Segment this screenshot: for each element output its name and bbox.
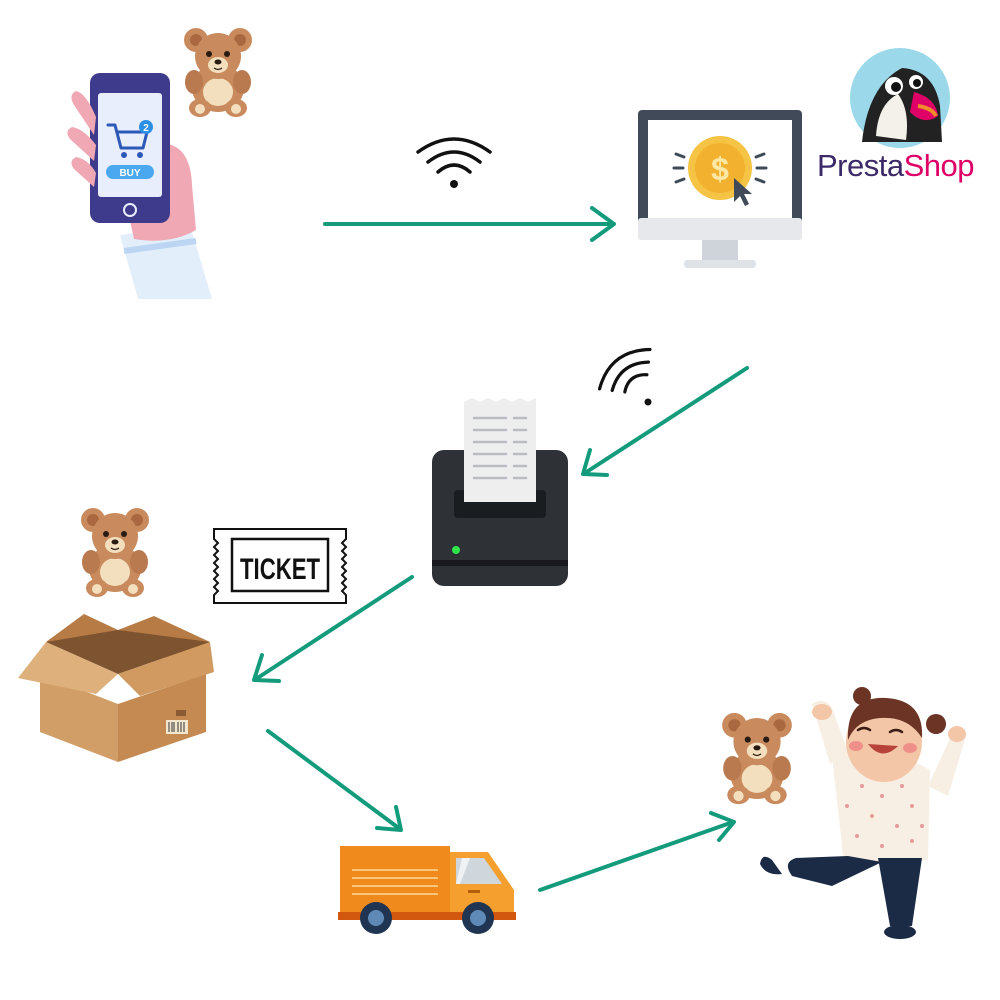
- buy-label: BUY: [119, 168, 140, 179]
- ticket-icon: TICKET: [212, 528, 348, 604]
- phone-shopping-icon: 2 BUY: [67, 73, 212, 299]
- prestashop-wordmark: PrestaShop: [817, 148, 975, 184]
- teddy-bear-icon: [80, 507, 150, 598]
- ticket-label: TICKET: [240, 553, 320, 586]
- arrow-printer-to-box: [252, 575, 414, 683]
- svg-text:$: $: [711, 151, 729, 187]
- arrow-truck-to-child: [538, 811, 736, 892]
- brand-name-part2: Shop: [903, 148, 975, 183]
- brand-name-part1: Presta: [817, 148, 904, 183]
- computer-payment-icon: $: [638, 110, 802, 268]
- receipt-printer-icon: [432, 398, 568, 586]
- wifi-icon: [416, 137, 492, 188]
- buy-button: [106, 165, 154, 179]
- arrow-box-to-truck: [266, 729, 403, 832]
- arrow-phone-to-shop: [323, 206, 616, 242]
- cart-badge: 2: [143, 123, 149, 134]
- prestashop-logo: [850, 48, 950, 148]
- happy-child-icon: [760, 687, 966, 939]
- power-led: [452, 546, 460, 554]
- cardboard-box-icon: [18, 614, 214, 762]
- arrow-shop-to-printer: [581, 366, 749, 477]
- delivery-truck-icon: [338, 846, 516, 934]
- wifi-icon: [597, 347, 652, 406]
- teddy-bear-icon: [183, 27, 253, 118]
